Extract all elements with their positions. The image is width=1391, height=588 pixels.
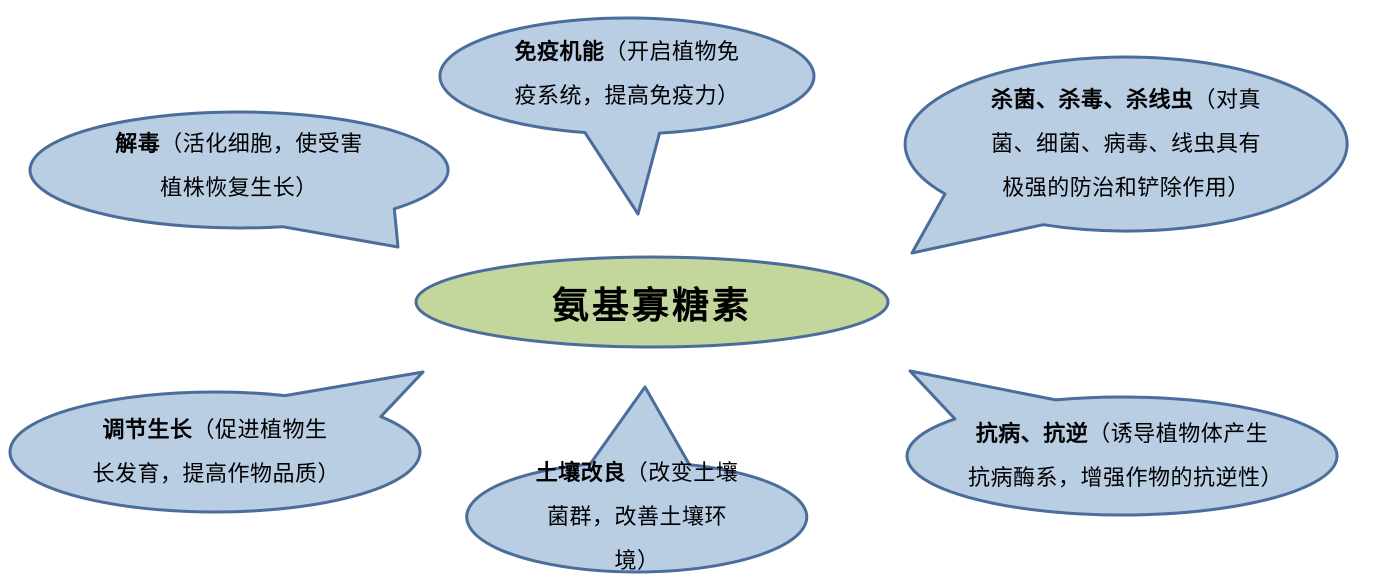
callout-top-left-desc: （活化细胞，使受害植株恢复生长）	[160, 131, 363, 200]
callout-top-center-term: 免疫机能	[514, 39, 605, 64]
callout-bottom-center: 土壤改良（改变土壤菌群，改善土壤环境）	[467, 460, 807, 573]
callout-bubble-top-left	[28, 110, 450, 249]
callout-bottom-right: 抗病、抗逆（诱导植物体产生抗病酶系，增强作物的抗逆性）	[907, 397, 1337, 515]
callout-bottom-left: 调节生长（促进植物生长发育，提高作物品质）	[10, 392, 420, 512]
callout-bottom-center-text: 土壤改良（改变土壤菌群，改善土壤环境）	[531, 451, 743, 583]
callout-top-left-text: 解毒（活化细胞，使受害植株恢复生长）	[107, 122, 372, 210]
callout-top-right: 杀菌、杀毒、杀线虫（对真菌、细菌、病毒、线虫具有极强的防治和铲除作用）	[905, 57, 1347, 231]
callout-bubble-top-right	[903, 55, 1349, 255]
callout-bubble-bottom-center	[465, 385, 809, 574]
center-node-ellipse	[414, 255, 890, 349]
callout-bottom-right-desc: （诱导植物体产生抗病酶系，增强作物的抗逆性）	[968, 421, 1284, 490]
callout-bottom-right-term: 抗病、抗逆	[975, 421, 1089, 446]
callout-top-right-term: 杀菌、杀毒、杀线虫	[990, 87, 1194, 112]
callout-bubble-top-center	[438, 16, 816, 216]
callout-bottom-left-desc: （促进植物生长发育，提高作物品质）	[92, 417, 341, 486]
callout-top-center: 免疫机能（开启植物免疫系统，提高免疫力）	[440, 18, 814, 130]
center-node-label: 氨基寡糖素	[552, 285, 752, 326]
callout-bubble-bottom-right	[905, 369, 1339, 517]
center-node: 氨基寡糖素	[416, 257, 888, 347]
callout-top-left: 解毒（活化细胞，使受害植株恢复生长）	[30, 110, 448, 222]
callout-bottom-left-term: 调节生长	[102, 417, 193, 442]
callout-bottom-left-text: 调节生长（促进植物生长发育，提高作物品质）	[92, 408, 341, 496]
callout-bottom-right-text: 抗病、抗逆（诱导植物体产生抗病酶系，增强作物的抗逆性）	[968, 412, 1283, 500]
callout-bottom-center-term: 土壤改良	[535, 460, 626, 485]
callout-bottom-center-desc: （改变土壤菌群，改善土壤环境）	[546, 460, 739, 573]
callout-top-left-term: 解毒	[115, 131, 161, 156]
callout-bubble-bottom-left	[8, 370, 425, 514]
callout-top-right-desc: （对真菌、细菌、病毒、线虫具有极强的防治和铲除作用）	[990, 87, 1262, 200]
callout-top-right-text: 杀菌、杀毒、杀线虫（对真菌、细菌、病毒、线虫具有极强的防治和铲除作用）	[986, 78, 1266, 210]
callout-top-center-text: 免疫机能（开启植物免疫系统，提高免疫力）	[508, 30, 746, 118]
callout-top-center-desc: （开启植物免疫系统，提高免疫力）	[514, 39, 740, 108]
